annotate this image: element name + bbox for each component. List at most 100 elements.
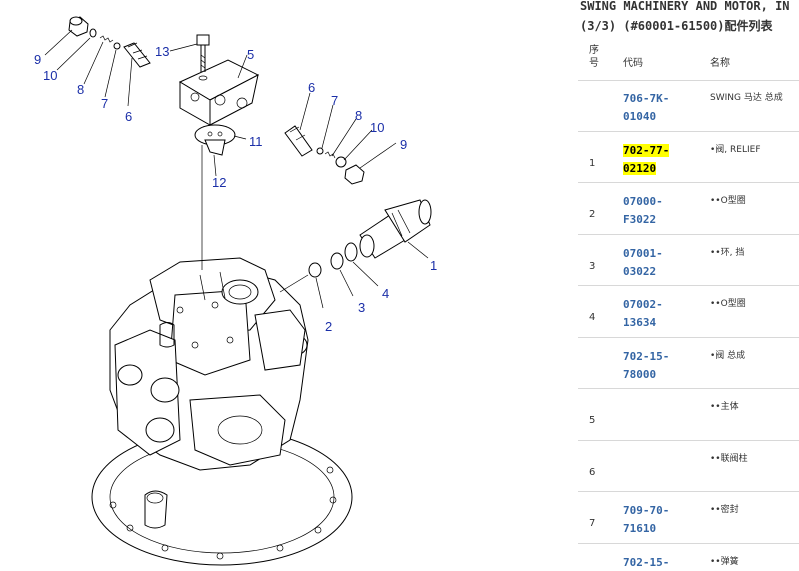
o-ring-4	[344, 242, 358, 262]
header-name: 名称	[710, 58, 730, 69]
part-code-link[interactable]: 07001- 03022	[623, 245, 683, 281]
callout-12: 12	[212, 175, 226, 190]
table-row[interactable]: 5 ••主体	[578, 389, 799, 441]
part-code-line-2: 78000	[623, 367, 657, 381]
valve-body-5	[178, 59, 260, 126]
part-code-line-1: 702-77-	[623, 143, 670, 157]
o-ring-2	[308, 262, 322, 278]
leader-lines	[44, 29, 429, 309]
table-row[interactable]: 3 07001- 03022 ••环, 挡	[578, 235, 799, 286]
callout-10-right: 10	[370, 120, 384, 135]
table-row[interactable]: 1 702-77- 02120 •阀, RELIEF	[578, 132, 799, 183]
part-number-index: 2	[589, 209, 596, 220]
part-code-line-2: 13634	[623, 316, 657, 329]
part-code-line-2: F3022	[623, 213, 657, 226]
callout-1: 1	[430, 258, 437, 273]
part-code-link[interactable]	[623, 399, 683, 417]
part-number-index: 3	[589, 260, 596, 272]
callout-4: 4	[382, 286, 389, 301]
part-code-line-1: 07000-	[623, 195, 663, 208]
parts-list-panel: SWING MACHINERY AND MOTOR, IN (3/3) (#60…	[578, 0, 799, 571]
table-row[interactable]: 6 ••联阀柱	[578, 441, 799, 492]
callout-3: 3	[358, 300, 365, 315]
table-row[interactable]: 706-7K- 01040 SWING 马达 总成	[578, 80, 799, 132]
callout-7-left: 7	[101, 96, 108, 111]
header-no-1: 序	[589, 45, 599, 56]
part-code-link[interactable]	[623, 451, 683, 469]
part-name: •阀 总成	[710, 350, 746, 361]
seal-7-left	[113, 42, 121, 50]
part-code-link[interactable]: 07002- 13634	[623, 296, 683, 332]
header-code: 代码	[623, 58, 643, 69]
part-code-line-2: 03022	[623, 264, 657, 278]
part-code-link[interactable]: 709-70- 71610	[623, 502, 683, 538]
callout-8-left: 8	[77, 82, 84, 97]
part-name: ••环, 挡	[710, 247, 745, 258]
part-code-line-1: 709-70-	[623, 504, 670, 517]
title-line-1: SWING MACHINERY AND MOTOR, IN	[580, 0, 790, 13]
page-title: SWING MACHINERY AND MOTOR, IN (3/3) (#60…	[580, 0, 799, 36]
callout-10-left: 10	[43, 68, 57, 83]
part-number-index: 7	[589, 518, 596, 529]
table-row[interactable]: 7 709-70- 71610 ••密封	[578, 492, 799, 544]
swing-motor-body	[109, 257, 309, 471]
plug-9-right	[344, 164, 365, 185]
part-code-line-1: 706-7K-	[623, 92, 670, 105]
part-code-line-2: 71610	[623, 522, 657, 535]
part-number-index: 1	[589, 157, 596, 169]
part-code-link[interactable]: 702-77- 02120	[623, 142, 683, 178]
seal-7-right	[316, 147, 324, 155]
callout-13: 13	[155, 44, 169, 59]
o-ring-10-right	[335, 156, 347, 168]
callout-9-left: 9	[34, 52, 41, 67]
part-code-line-1: 07001-	[623, 246, 663, 260]
part-name: ••弹簧	[710, 556, 739, 567]
table-row[interactable]: 702-15- 78000 •阀 总成	[578, 338, 799, 389]
bolt-13	[196, 34, 210, 72]
relief-valve-1	[359, 199, 432, 259]
part-code-line-2: 02120	[623, 161, 657, 175]
table-row[interactable]: 4 07002- 13634 ••O型圈	[578, 286, 799, 338]
part-name: ••主体	[710, 402, 739, 412]
part-number-index: 8	[589, 570, 595, 571]
part-name: ••联阀柱	[710, 453, 748, 464]
spring-8-right	[324, 151, 336, 159]
plug-9-left	[68, 16, 89, 37]
callout-6-right: 6	[308, 80, 315, 95]
part-number-index: 6	[589, 466, 596, 478]
part-code-link[interactable]: 702-15-71130	[623, 554, 683, 571]
plate-11	[194, 124, 236, 156]
spool-6-left	[123, 42, 151, 68]
part-name: ••O型圈	[710, 196, 746, 206]
ring-3	[330, 252, 344, 270]
callout-2: 2	[325, 319, 332, 334]
callout-6-left: 6	[125, 109, 132, 124]
callout-7-right: 7	[331, 93, 338, 108]
callout-8-right: 8	[355, 108, 362, 123]
table-row[interactable]: 8 702-15-71130 ••弹簧	[578, 544, 799, 571]
header-no-2: 号	[589, 58, 599, 69]
parts-diagram: 9 10 8 7 6 13 5 6 7 8 10 9 11 12 1 4 3 2	[34, 16, 437, 566]
callout-5: 5	[247, 47, 254, 62]
part-code-link[interactable]: 702-15- 78000	[623, 348, 683, 384]
callout-11: 11	[249, 134, 263, 149]
table-row[interactable]: 2 07000- F3022 ••O型圈	[578, 183, 799, 235]
part-code-line-1: 07002-	[623, 298, 663, 311]
spring-8-left	[99, 35, 114, 43]
spool-6-right	[284, 125, 313, 157]
part-number-index: 4	[589, 312, 596, 323]
title-line-2: (3/3) (#60001-61500)配件列表	[580, 19, 773, 33]
part-number-index: 5	[589, 415, 596, 426]
part-code-line-1: 702-15-	[623, 555, 670, 569]
part-name: ••O型圈	[710, 299, 746, 309]
part-code-link[interactable]: 706-7K- 01040	[623, 90, 683, 126]
callout-9-right: 9	[400, 137, 407, 152]
part-name: ••密封	[710, 505, 739, 515]
o-ring-10-left	[89, 28, 97, 38]
table-header: 序 号 代码 名称	[578, 38, 799, 81]
part-name: SWING 马达 总成	[710, 93, 783, 103]
part-code-line-1: 702-15-	[623, 349, 670, 363]
part-name: •阀, RELIEF	[710, 144, 761, 155]
part-code-line-2: 01040	[623, 110, 657, 123]
part-code-link[interactable]: 07000- F3022	[623, 193, 683, 229]
